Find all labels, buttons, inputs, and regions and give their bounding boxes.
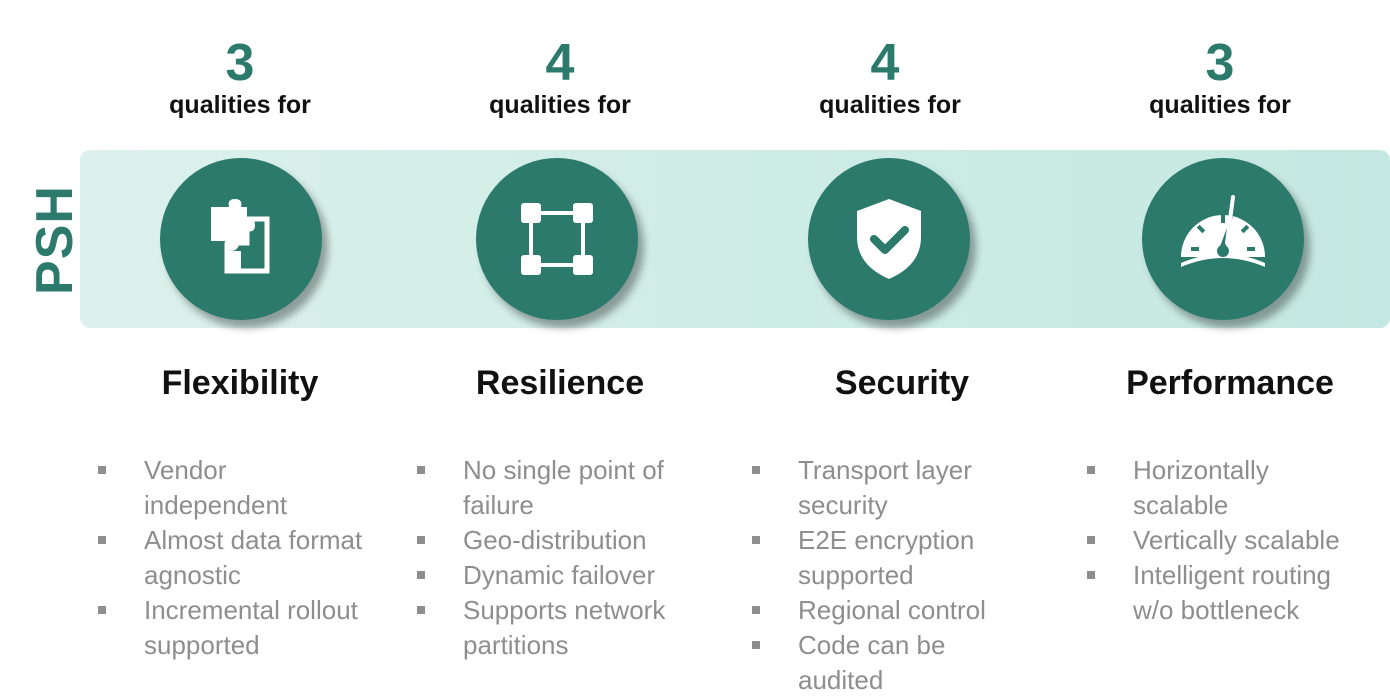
- quality-label: qualities for: [1149, 91, 1291, 119]
- pillar-security: 4 qualities for Security Transport layer…: [730, 0, 1050, 695]
- pillar-performance: 3 qualities for Performance Horizontally…: [1060, 0, 1380, 680]
- icon-circle: [1142, 158, 1304, 320]
- quality-count: 3: [225, 34, 255, 92]
- icon-circle: [476, 158, 638, 320]
- list-item: Vertically scalable: [1087, 523, 1367, 558]
- pillar-flexibility: 3 qualities for Flexibility Vendor indep…: [80, 0, 400, 680]
- list-item: Almost data format agnostic: [98, 523, 368, 593]
- icon-circle: [808, 158, 970, 320]
- list-item: Horizontally scalable: [1087, 453, 1367, 523]
- puzzle-icon: [211, 199, 270, 274]
- quality-count: 4: [870, 34, 900, 92]
- list-item: Supports network partitions: [417, 593, 687, 663]
- bullet-list: Horizontally scalable Vertically scalabl…: [1087, 453, 1367, 628]
- list-item: Geo-distribution: [417, 523, 687, 558]
- list-item: Transport layer security: [752, 453, 1022, 523]
- speedometer-icon: [1181, 195, 1265, 267]
- list-item: Intelligent routing w/o bottleneck: [1087, 558, 1367, 628]
- list-item: Vendor independent: [98, 453, 368, 523]
- pillar-resilience: 4 qualities for Resilience No single poi…: [400, 0, 720, 680]
- shield-check-icon: [857, 199, 921, 279]
- bullet-list: Vendor independent Almost data format ag…: [98, 453, 368, 663]
- pillar-title: Resilience: [475, 364, 645, 402]
- pillar-title: Performance: [1126, 364, 1334, 402]
- brand-label: PSH: [26, 185, 84, 295]
- list-item: Code can be audited: [752, 628, 1022, 698]
- quality-label: qualities for: [489, 91, 631, 119]
- quality-count: 3: [1205, 34, 1235, 92]
- list-item: Incremental rollout supported: [98, 593, 368, 663]
- bullet-list: Transport layer security E2E encryption …: [752, 453, 1022, 698]
- list-item: Regional control: [752, 593, 1022, 628]
- pillar-title: Flexibility: [161, 364, 319, 402]
- bullet-list: No single point of failure Geo-distribut…: [417, 453, 687, 663]
- list-item: Dynamic failover: [417, 558, 687, 593]
- quality-label: qualities for: [819, 91, 961, 119]
- icon-circle: [160, 158, 322, 320]
- quality-count: 4: [545, 34, 575, 92]
- network-square-icon: [521, 203, 593, 275]
- list-item: No single point of failure: [417, 453, 687, 523]
- quality-label: qualities for: [169, 91, 311, 119]
- list-item: E2E encryption supported: [752, 523, 1022, 593]
- pillar-title: Security: [834, 364, 970, 402]
